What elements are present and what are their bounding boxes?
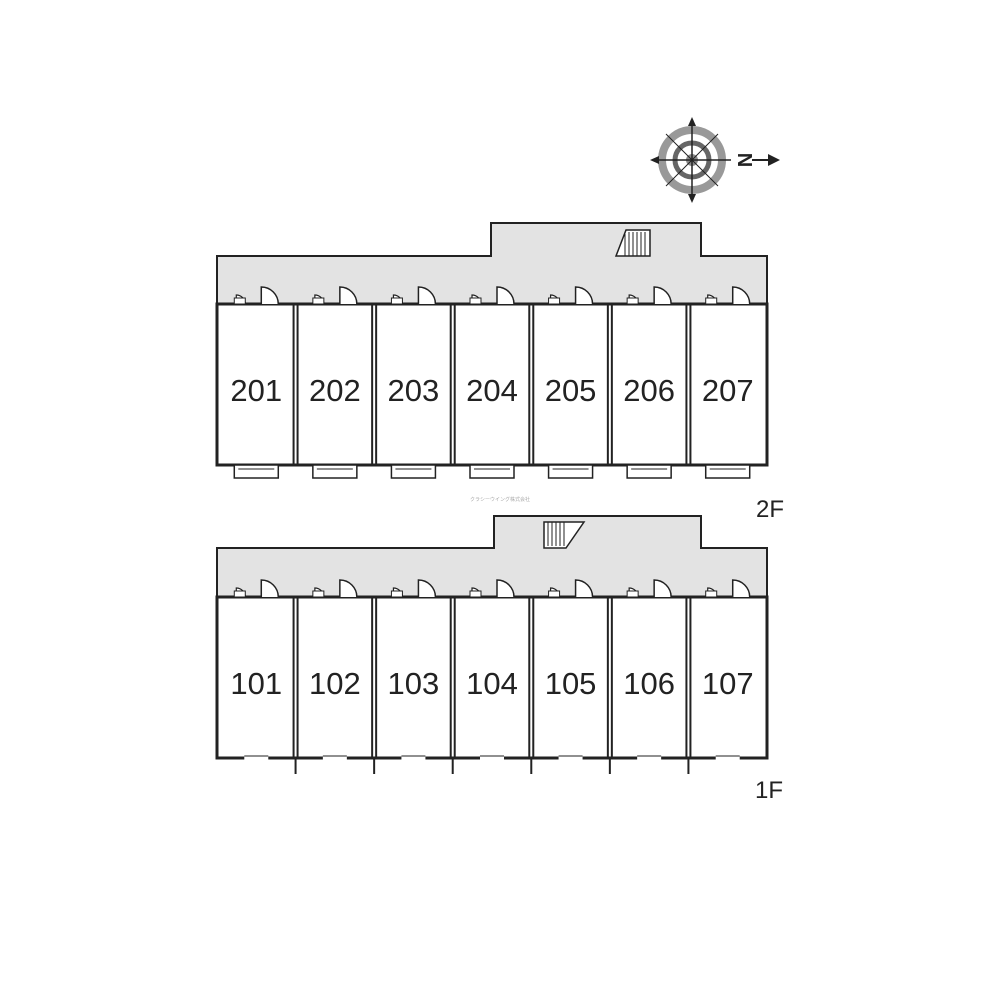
entrance-door-104: [469, 579, 515, 598]
room-103: 103: [388, 666, 440, 701]
balcony-206: [626, 464, 672, 479]
posts-1f: [244, 755, 740, 774]
balcony-203: [390, 464, 437, 479]
room-labels-1f: 101 102 103 104 105 106 107: [230, 666, 753, 701]
entrance-door-203: [390, 286, 437, 305]
entrance-door-207: [705, 286, 751, 305]
entrance-door-204: [469, 286, 515, 305]
room-105: 105: [545, 666, 597, 701]
entrance-door-106: [626, 579, 672, 598]
floor-label-2f: 2F: [756, 496, 784, 523]
compass-icon: N: [650, 117, 780, 203]
building-outline-1f: [215, 595, 769, 760]
floor-label-1f: 1F: [755, 777, 783, 804]
doors-2f: [233, 286, 751, 305]
room-labels-2f: 201 202 203 204 205 206 207: [230, 373, 753, 408]
walls-1f: [292, 597, 692, 758]
entrance-door-107: [705, 579, 751, 598]
room-204: 204: [466, 373, 518, 408]
balconies-2f: [233, 464, 751, 479]
entrance-door-205: [548, 286, 594, 305]
stairs-icon-2f: [614, 229, 651, 257]
north-label: N: [733, 153, 755, 167]
watermark: クラシーウイング株式会社: [470, 496, 530, 503]
room-202: 202: [309, 373, 361, 408]
room-203: 203: [388, 373, 440, 408]
entrance-door-101: [233, 579, 280, 598]
entrance-door-202: [312, 286, 358, 305]
entrance-door-105: [548, 579, 594, 598]
doors-1f: [233, 579, 751, 598]
building-outline-2f: [215, 302, 769, 467]
balcony-204: [469, 464, 515, 479]
room-104: 104: [466, 666, 518, 701]
room-102: 102: [309, 666, 361, 701]
entrance-door-206: [626, 286, 672, 305]
balcony-205: [547, 464, 594, 479]
balcony-202: [312, 464, 358, 479]
room-201: 201: [230, 373, 282, 408]
room-207: 207: [702, 373, 754, 408]
corridor-2f: [216, 222, 768, 305]
room-205: 205: [545, 373, 597, 408]
room-101: 101: [230, 666, 282, 701]
room-106: 106: [623, 666, 675, 701]
entrance-door-102: [312, 579, 358, 598]
room-107: 107: [702, 666, 754, 701]
entrance-door-103: [390, 579, 437, 598]
room-206: 206: [623, 373, 675, 408]
walls-2f: [292, 304, 692, 465]
balcony-201: [233, 464, 280, 479]
stairs-icon-1f: [543, 521, 586, 549]
entrance-door-201: [233, 286, 280, 305]
corridor-1f: [216, 515, 768, 598]
balcony-207: [704, 464, 751, 479]
